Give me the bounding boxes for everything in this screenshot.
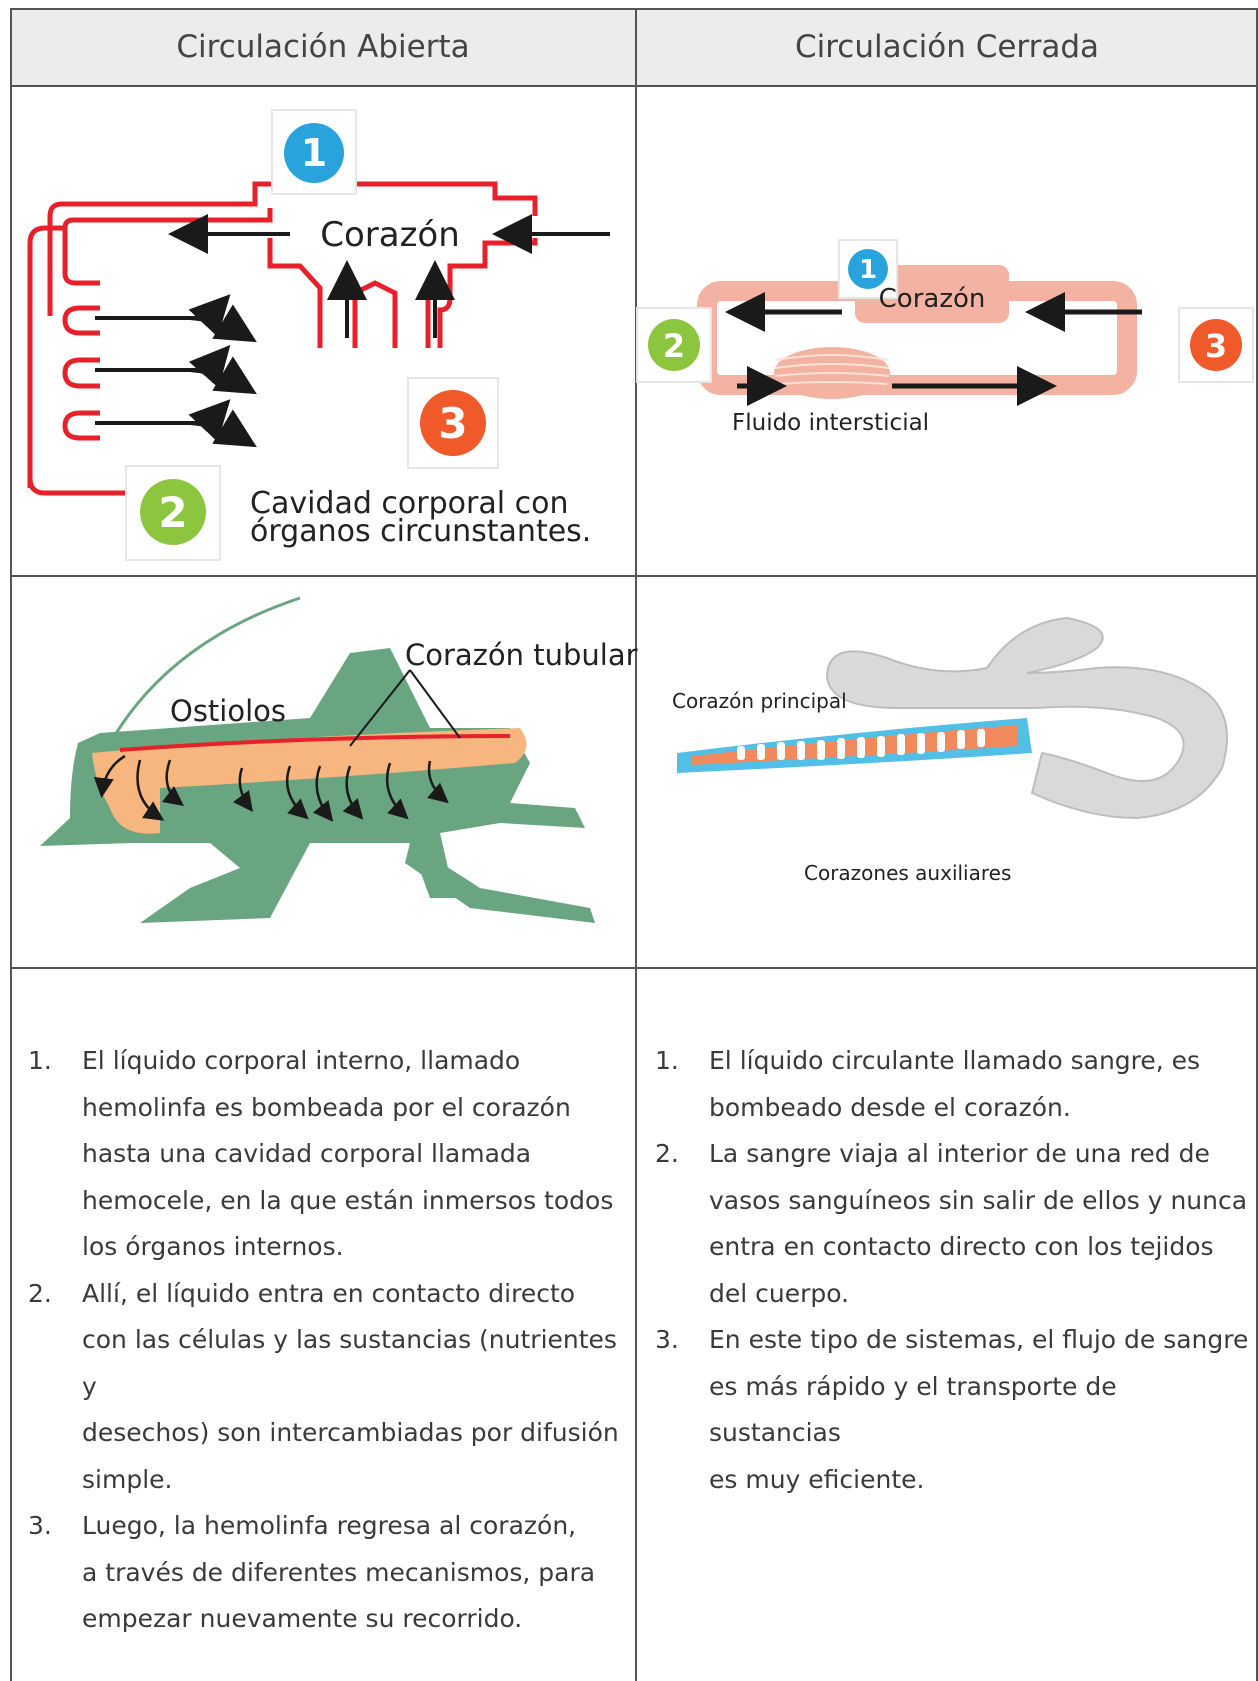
fluid-label: Fluido intersticial (732, 410, 929, 436)
open-heart-label: Corazón (320, 215, 460, 255)
line: hemolinfa es bombeada por el corazón (82, 1092, 571, 1122)
worm-hearts-vessel (692, 725, 1017, 765)
svg-text:2: 2 (663, 327, 685, 365)
table-border-top (10, 8, 1258, 10)
badge-1-open: 1 (271, 109, 357, 195)
insect-tubular-heart (119, 734, 511, 752)
svg-text:3: 3 (438, 399, 467, 448)
badge-2-closed: 2 (636, 307, 712, 383)
svg-text:1: 1 (859, 255, 877, 285)
comparison-table: Circulación Abierta Circulación Cerrada (10, 8, 1258, 1681)
table-border-right (1256, 8, 1258, 1681)
insect-heart-label: Corazón tubular (405, 638, 638, 672)
worm-aux-hearts (737, 729, 985, 760)
table-divider-middle (635, 8, 637, 1681)
line: El líquido corporal interno, llamado (82, 1046, 521, 1075)
list-item-number: 1. (655, 1046, 679, 1075)
list-item: 2. La sangre viaja al interior de una red… (655, 1131, 1253, 1317)
main-heart-label: Corazón principal (672, 689, 847, 713)
line: Luego, la hemolinfa regresa al corazón, (82, 1511, 577, 1540)
list-item: 2. Allí, el líquido entra en contacto dir… (28, 1271, 628, 1504)
line: bombeado desde el corazón. (709, 1092, 1071, 1122)
insect-pointer-lines (349, 669, 461, 747)
list-item: 3. En este tipo de sistemas, el flujo de … (655, 1317, 1253, 1503)
row-divider-2 (10, 575, 1258, 577)
closed-circulation-diagram: 1 2 3 Corazón Fluido intersticial (636, 88, 1255, 574)
line: En este tipo de sistemas, el flujo de sa… (709, 1325, 1249, 1354)
open-vessels (27, 181, 538, 496)
list-item-number: 3. (655, 1325, 679, 1354)
insect-flow-arrows (93, 754, 449, 822)
aux-hearts-label: Corazones auxiliares (804, 861, 1011, 885)
insect-organ (92, 728, 527, 834)
open-flow-arrows (95, 214, 610, 448)
badge-3-open: 3 (407, 377, 499, 469)
insect-diagram: Corazón tubular Ostiolos (10, 578, 638, 966)
list-item: 3. Luego, la hemolinfa regresa al corazón… (28, 1503, 628, 1643)
line: a través de diferentes mecanismos, para (82, 1557, 596, 1587)
line: simple. (82, 1464, 173, 1494)
row-divider-3 (10, 967, 1258, 969)
badge-1-closed: 1 (838, 239, 898, 299)
closed-heart-label: Corazón (879, 284, 986, 314)
list-item-number: 1. (28, 1046, 52, 1075)
line: vasos sanguíneos sin salir de ellos y nu… (709, 1185, 1248, 1215)
cavity-label-line2: órganos circunstantes. (250, 514, 591, 549)
list-item-number: 2. (28, 1278, 52, 1308)
closed-flow-arrows (725, 292, 1142, 406)
line: entra en contacto directo con los tejido… (709, 1232, 1214, 1261)
header-open-circulation: Circulación Abierta (10, 8, 636, 86)
line: empezar nuevamente su recorrido. (82, 1604, 523, 1633)
list-item: 1. El líquido corporal interno, llamado he… (28, 1038, 628, 1271)
line: del cuerpo. (709, 1278, 850, 1308)
table-border-left (10, 8, 12, 1681)
worm-diagram: Corazón principal Corazones auxiliares (637, 578, 1255, 966)
line: es más rápido y el transporte de sustanc… (709, 1371, 1117, 1448)
line: Allí, el líquido entra en contacto direc… (82, 1278, 576, 1308)
list-item: 1. El líquido circulante llamado sangre, … (655, 1038, 1253, 1131)
open-circulation-list: 1. El líquido corporal interno, llamado he… (28, 1038, 628, 1643)
list-item-number: 2. (655, 1139, 679, 1168)
closed-circulation-list: 1. El líquido circulante llamado sangre, … (655, 1038, 1253, 1503)
ostioles-label: Ostiolos (170, 694, 286, 728)
badge-3-closed: 3 (1178, 307, 1254, 383)
header-closed-circulation: Circulación Cerrada (636, 8, 1258, 86)
insect-body (40, 648, 595, 923)
svg-text:3: 3 (1205, 327, 1227, 365)
cavity-label-line1: Cavidad corporal con (250, 486, 568, 521)
worm-body (825, 616, 1228, 820)
line: con las células y las sustancias (nutrie… (82, 1325, 617, 1401)
svg-text:2: 2 (158, 488, 187, 537)
badge-2-open: 2 (125, 465, 221, 561)
line: desechos) son intercambiadas por difusió… (82, 1418, 619, 1447)
svg-text:1: 1 (301, 131, 327, 175)
row-divider-1 (10, 85, 1258, 87)
open-circulation-diagram: 1 3 2 Corazón Cavidad corporal con órgan… (10, 88, 634, 574)
line: El líquido circulante llamado sangre, es (709, 1046, 1201, 1075)
line: La sangre viaja al interior de una red d… (709, 1139, 1210, 1168)
line: hasta una cavidad corporal llamada (82, 1139, 532, 1168)
list-item-number: 3. (28, 1511, 52, 1540)
line: es muy eficiente. (709, 1464, 925, 1494)
line: hemocele, en la que están inmersos todos (82, 1185, 614, 1215)
line: los órganos internos. (82, 1232, 344, 1261)
